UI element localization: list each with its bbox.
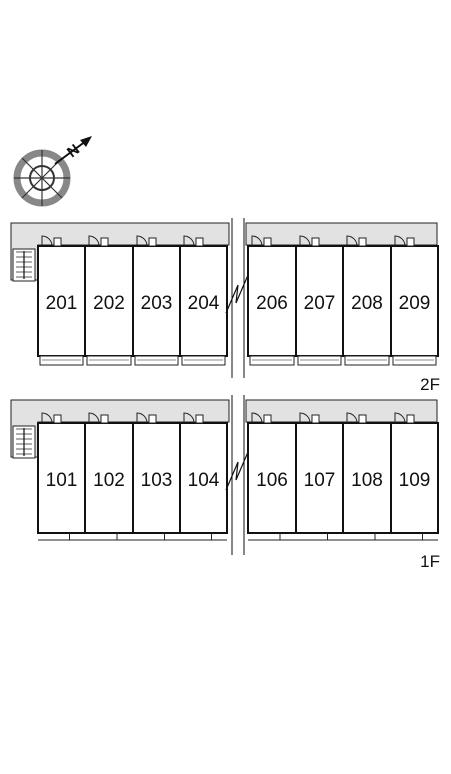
unit-number: 202 <box>93 293 125 314</box>
unit-103: 103 <box>132 412 181 541</box>
floor-label: 2F <box>420 375 440 394</box>
floor-1F: 101 102 103 104 106 107 108 109 1F <box>10 395 440 571</box>
floor-2F: 201 202 203 204 206 207 208 209 2F <box>10 218 440 394</box>
unit-number: 107 <box>304 470 336 491</box>
unit-201: 201 <box>37 235 86 366</box>
unit-number: 207 <box>304 293 336 314</box>
unit-108: 108 <box>342 412 392 541</box>
unit-number: 209 <box>399 293 431 314</box>
unit-106: 106 <box>247 412 297 541</box>
unit-number: 204 <box>188 293 220 314</box>
break-symbol <box>225 274 249 314</box>
unit-number: 201 <box>46 293 78 314</box>
unit-number: 206 <box>256 293 288 314</box>
unit-number: 104 <box>188 470 220 491</box>
break-symbol <box>225 451 249 491</box>
unit-number: 109 <box>399 470 431 491</box>
unit-101: 101 <box>37 412 86 541</box>
unit-number: 108 <box>351 470 383 491</box>
unit-104: 104 <box>179 412 228 541</box>
unit-207: 207 <box>295 235 344 366</box>
unit-number: 208 <box>351 293 383 314</box>
floor-label: 1F <box>420 552 440 571</box>
unit-208: 208 <box>342 235 392 366</box>
unit-204: 204 <box>179 235 228 366</box>
unit-206: 206 <box>247 235 297 366</box>
compass-icon: N <box>13 136 92 207</box>
unit-number: 106 <box>256 470 288 491</box>
unit-209: 209 <box>390 235 439 366</box>
unit-number: 103 <box>141 470 173 491</box>
unit-203: 203 <box>132 235 181 366</box>
unit-number: 102 <box>93 470 125 491</box>
unit-202: 202 <box>84 235 134 366</box>
unit-107: 107 <box>295 412 344 541</box>
stairs-icon <box>12 425 36 459</box>
unit-102: 102 <box>84 412 134 541</box>
unit-number: 203 <box>141 293 173 314</box>
unit-109: 109 <box>390 412 439 541</box>
unit-number: 101 <box>46 470 78 491</box>
stairs-icon <box>12 248 36 282</box>
